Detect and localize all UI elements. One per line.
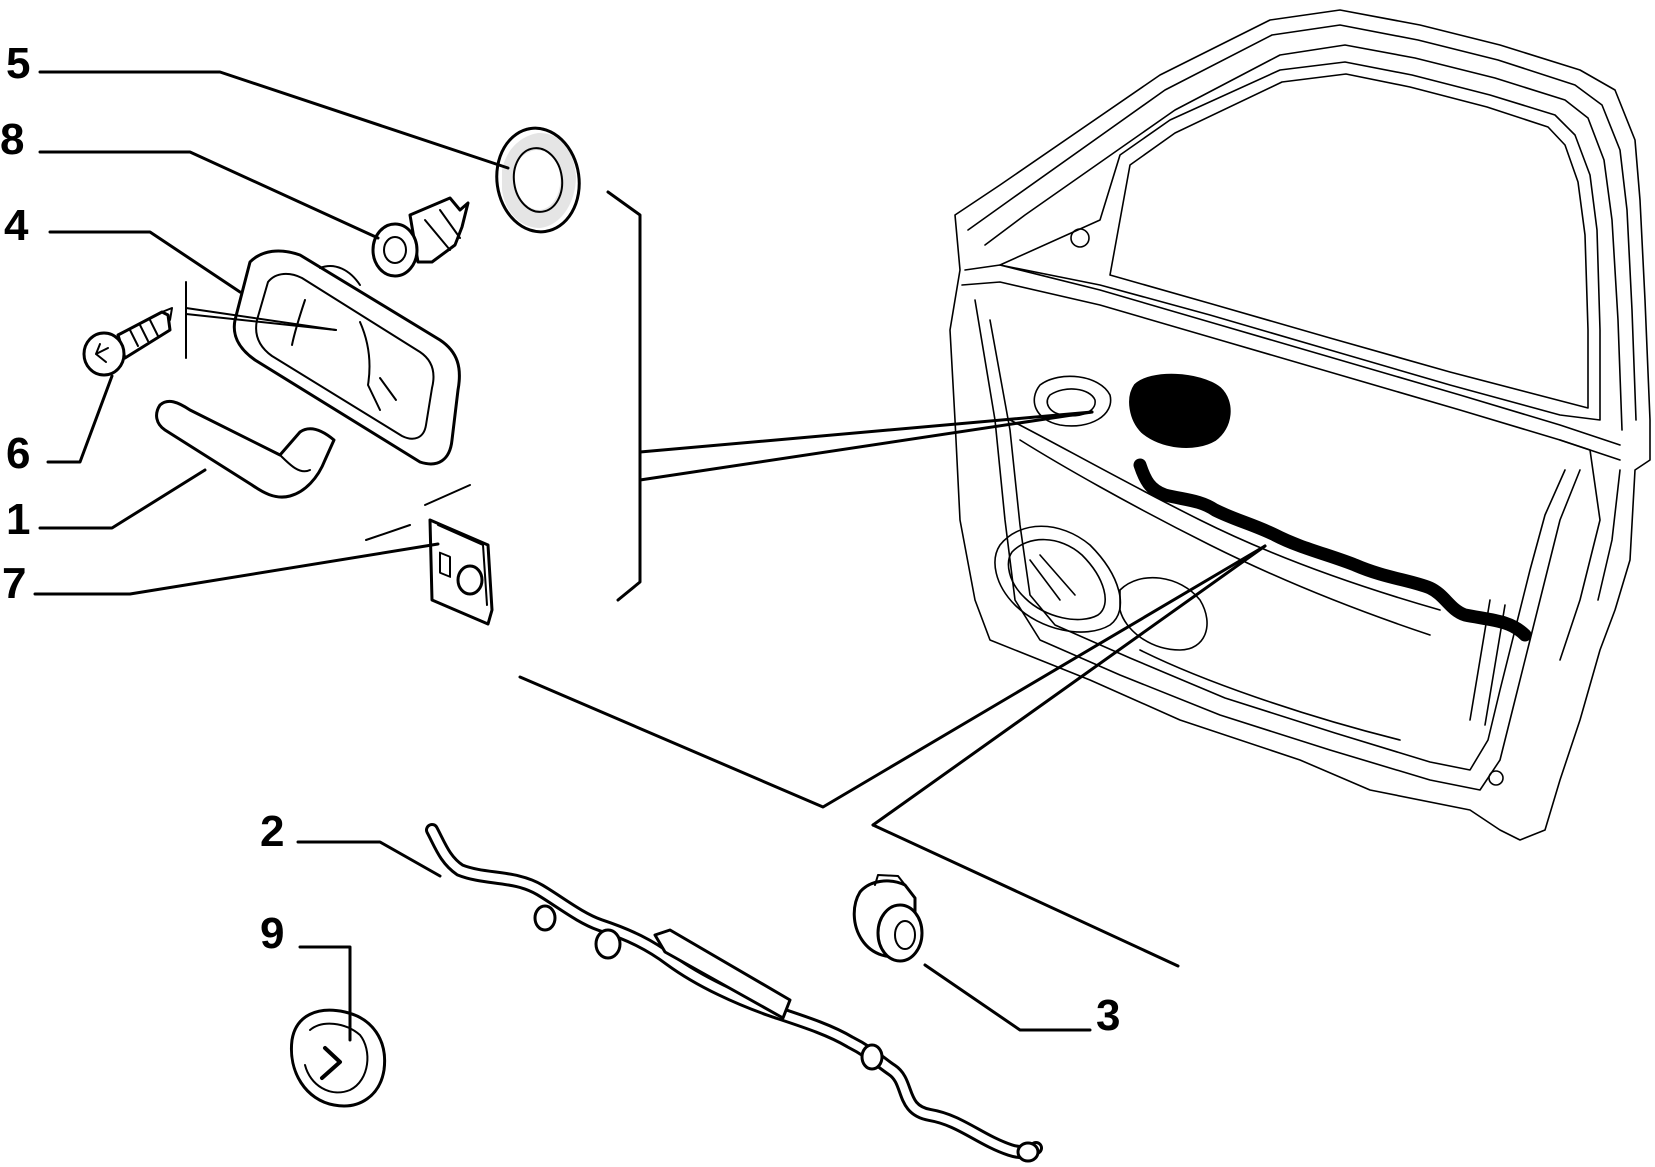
- callout-leaders: [33, 70, 1092, 1042]
- callout-8: 8: [0, 115, 25, 164]
- callout-9: 9: [260, 909, 285, 958]
- part-5-pad: [495, 126, 581, 234]
- part-3-cable-clip: [852, 874, 924, 963]
- part-6-screw: [82, 307, 173, 377]
- door-panel: [949, 9, 1651, 841]
- callout-2: 2: [260, 807, 285, 856]
- callout-6: 6: [6, 429, 31, 478]
- assembly-bracket: [518, 190, 1267, 968]
- part-8-push-clip: [371, 196, 470, 278]
- callout-5: 5: [6, 39, 31, 88]
- callout-4: 4: [4, 201, 29, 250]
- part-2-control-cable: [425, 823, 1043, 1163]
- part-1-lever-handle: [155, 399, 336, 499]
- part-7-switch-plate: [428, 518, 494, 626]
- callout-1: 1: [6, 495, 31, 544]
- callout-7: 7: [2, 559, 27, 608]
- callout-3: 3: [1096, 991, 1121, 1040]
- part-4-handle-bezel: [232, 249, 461, 466]
- part-9-grommet: [289, 1008, 387, 1108]
- assembly-guide-lines: [185, 281, 471, 541]
